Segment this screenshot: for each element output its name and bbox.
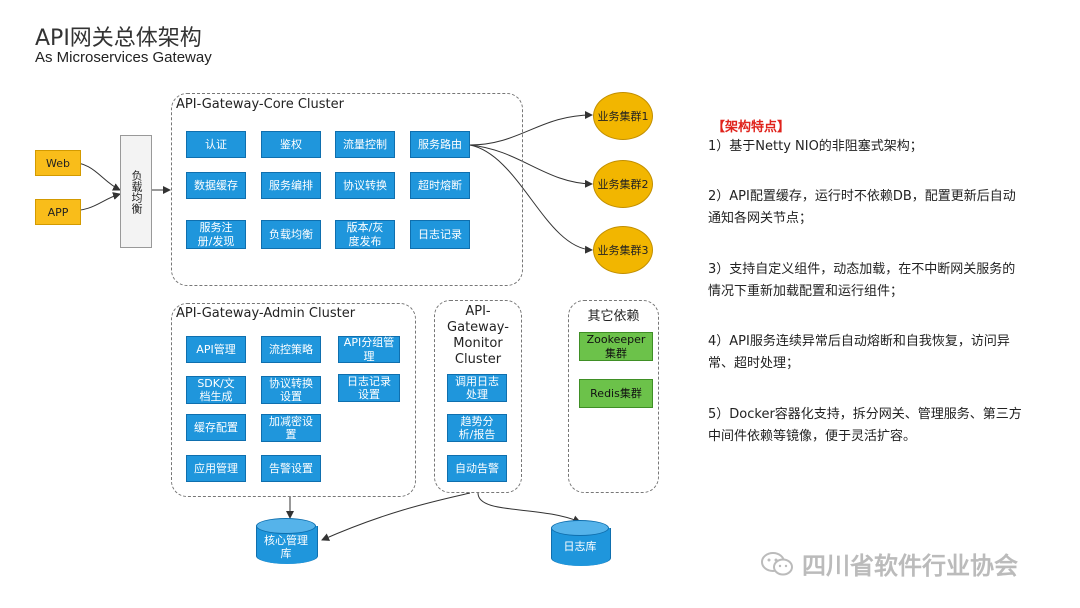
admin-cluster-title: API-Gateway-Admin Cluster xyxy=(176,306,356,321)
admin-module: 应用管理 xyxy=(186,455,246,482)
dependencies-title: 其它依赖 xyxy=(587,309,640,324)
admin-module: 缓存配置 xyxy=(186,414,246,441)
core-cluster xyxy=(171,93,523,286)
feature-item: 1）基于Netty NIO的非阻塞式架构； xyxy=(708,139,923,154)
monitor-cluster xyxy=(434,300,522,493)
business-cluster-3: 业务集群3 xyxy=(593,226,653,274)
admin-module: 告警设置 xyxy=(261,455,321,482)
dependency-module: Zookeeper集群 xyxy=(579,332,653,361)
monitor-module: 趋势分析/报告 xyxy=(447,414,507,442)
core-module: 服务编排 xyxy=(261,172,321,199)
wechat-icon xyxy=(761,551,793,575)
client-web: Web xyxy=(35,150,81,176)
monitor-module: 调用日志处理 xyxy=(447,374,507,402)
core-module: 版本/灰度发布 xyxy=(335,220,395,249)
core-module: 超时熔断 xyxy=(410,172,470,199)
feature-item: 3）支持自定义组件，动态加载，在不中断网关服务的情况下重新加载配置和运行组件； xyxy=(708,262,1016,299)
monitor-module: 自动告警 xyxy=(447,455,507,482)
feature-item: 5）Docker容器化支持，拆分网关、管理服务、第三方中间件依赖等镜像，便于灵活… xyxy=(708,407,1022,444)
watermark-text: 四川省软件行业协会 xyxy=(802,552,1018,580)
page-title: API网关总体架构 xyxy=(35,26,202,51)
core-module: 流量控制 xyxy=(335,131,395,158)
core-db: 核心管理库 xyxy=(256,518,318,564)
admin-module: API管理 xyxy=(186,336,246,363)
core-cluster-title: API-Gateway-Core Cluster xyxy=(176,97,344,112)
core-module: 服务注册/发现 xyxy=(186,220,246,249)
feature-item: 4）API服务连续异常后自动熔断和自我恢复，访问异常、超时处理； xyxy=(708,334,1010,371)
admin-module: 协议转换设置 xyxy=(261,376,321,404)
core-module: 负载均衡 xyxy=(261,220,321,249)
load-balancer: 负载均衡 xyxy=(120,135,152,248)
core-module: 认证 xyxy=(186,131,246,158)
core-module: 日志记录 xyxy=(410,220,470,249)
core-module: 协议转换 xyxy=(335,172,395,199)
dependencies-cluster xyxy=(568,300,659,493)
business-cluster-2: 业务集群2 xyxy=(593,160,653,208)
admin-module: SDK/文档生成 xyxy=(186,376,246,404)
monitor-cluster-title: API- Gateway- Monitor Cluster xyxy=(447,304,509,367)
core-module: 服务路由 xyxy=(410,131,470,158)
core-module: 数据缓存 xyxy=(186,172,246,199)
page-subtitle: As Microservices Gateway xyxy=(35,49,212,66)
features-title: 【架构特点】 xyxy=(712,120,791,135)
admin-module: 加减密设置 xyxy=(261,414,321,442)
admin-module: API分组管理 xyxy=(338,336,400,363)
admin-cluster xyxy=(171,303,416,497)
admin-module: 日志记录设置 xyxy=(338,374,400,402)
client-app: APP xyxy=(35,199,81,225)
dependency-module: Redis集群 xyxy=(579,379,653,408)
feature-item: 2）API配置缓存，运行时不依赖DB，配置更新后自动通知各网关节点； xyxy=(708,189,1016,226)
business-cluster-1: 业务集群1 xyxy=(593,92,653,140)
admin-module: 流控策略 xyxy=(261,336,321,363)
watermark: 四川省软件行业协会 xyxy=(760,546,1018,581)
core-module: 鉴权 xyxy=(261,131,321,158)
log-db: 日志库 xyxy=(551,520,611,566)
